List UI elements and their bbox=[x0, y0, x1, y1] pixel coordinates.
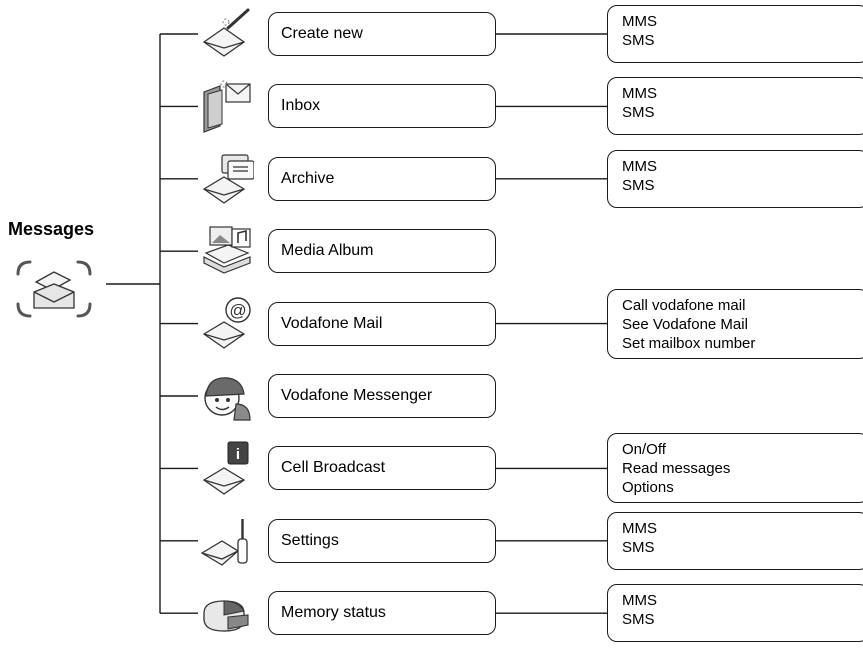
submenu-item[interactable]: Call vodafone mail bbox=[622, 296, 746, 314]
submenu-item[interactable]: SMS bbox=[622, 104, 655, 122]
menu-item-label: Settings bbox=[281, 531, 339, 549]
menu-item[interactable]: Create new bbox=[268, 12, 496, 56]
submenu-item[interactable]: SMS bbox=[622, 32, 655, 49]
menu-item-label: Cell Broadcast bbox=[281, 459, 386, 477]
messages-envelope-icon bbox=[16, 260, 92, 318]
submenu-item[interactable]: MMS bbox=[622, 85, 657, 103]
menu-item-label: Media Album bbox=[281, 242, 374, 260]
menu-item-label: Vodafone Mail bbox=[281, 314, 383, 332]
screwdriver-envelope-icon bbox=[200, 518, 248, 566]
archive-envelope-icon bbox=[202, 154, 254, 204]
menu-item[interactable]: Vodafone Mail bbox=[268, 301, 496, 346]
submenu-item[interactable]: Read messages bbox=[622, 460, 731, 478]
svg-text:i: i bbox=[236, 446, 240, 463]
submenu-item[interactable]: See Vodafone Mail bbox=[622, 315, 748, 333]
submenu-item[interactable]: MMS bbox=[622, 157, 657, 175]
menu-item[interactable]: Inbox bbox=[268, 84, 496, 129]
root-title: Messages bbox=[8, 219, 95, 239]
submenu-item[interactable]: MMS bbox=[622, 592, 657, 610]
menu-item[interactable]: Media Album bbox=[268, 229, 496, 274]
submenu-item[interactable]: Set mailbox number bbox=[622, 334, 756, 352]
submenu-item[interactable]: SMS bbox=[622, 176, 655, 194]
menu-item[interactable]: Vodafone Messenger bbox=[268, 374, 496, 418]
submenu-item[interactable]: SMS bbox=[622, 611, 655, 629]
pie-chart-icon bbox=[203, 600, 249, 632]
submenu-item[interactable]: SMS bbox=[622, 538, 655, 556]
menu-item[interactable]: Cell Broadcast bbox=[268, 446, 496, 491]
submenu-item[interactable]: MMS bbox=[622, 13, 657, 30]
pen-envelope-icon bbox=[202, 8, 250, 57]
submenu-item[interactable]: Options bbox=[622, 479, 674, 497]
media-album-icon bbox=[203, 226, 251, 274]
info-envelope-icon: i bbox=[202, 441, 249, 496]
menu-item-label: Create new bbox=[281, 25, 363, 42]
menu-item-label: Vodafone Messenger bbox=[281, 387, 433, 404]
menu-item-label: Memory status bbox=[281, 604, 386, 622]
submenu-item[interactable]: On/Off bbox=[622, 441, 666, 459]
menu-item-label: Inbox bbox=[281, 97, 321, 115]
menu-item-label: Archive bbox=[281, 169, 335, 187]
at-envelope-icon: @ bbox=[202, 296, 251, 349]
submenu-box: MMS SMS bbox=[607, 5, 863, 63]
submenu-item[interactable]: MMS bbox=[622, 519, 657, 537]
menu-item[interactable]: Memory status bbox=[268, 591, 496, 636]
messenger-boy-icon bbox=[204, 377, 251, 421]
menu-item[interactable]: Settings bbox=[268, 518, 496, 563]
inbox-tray-icon bbox=[203, 80, 251, 134]
svg-text:@: @ bbox=[229, 301, 246, 320]
menu-item[interactable]: Archive bbox=[268, 156, 496, 201]
